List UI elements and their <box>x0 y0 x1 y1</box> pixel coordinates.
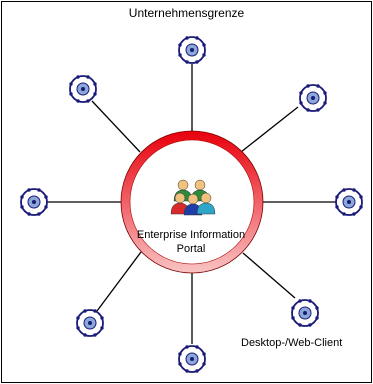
client-node-w <box>20 188 48 216</box>
connectors <box>47 64 336 344</box>
connector-sw <box>96 251 142 312</box>
client-node-nw <box>69 75 97 103</box>
client-node-e <box>335 188 363 216</box>
portal-label: Enterprise Information Portal <box>130 228 252 256</box>
connector-nw <box>91 100 141 153</box>
connector-ne <box>240 106 299 153</box>
client-node-s <box>178 345 206 373</box>
client-node-icon <box>299 84 327 112</box>
client-nodes <box>20 36 363 373</box>
client-node-icon <box>335 188 363 216</box>
users-group-icon <box>170 179 216 216</box>
client-node-icon <box>178 36 206 64</box>
client-node-n <box>178 36 206 64</box>
client-node-sw <box>76 309 104 337</box>
boundary-label: Unternehmensgrenze <box>128 6 245 20</box>
connector-se <box>242 252 296 299</box>
portal-label-line1: Enterprise Information <box>136 229 246 241</box>
client-node-se <box>291 299 319 327</box>
client-node-icon <box>20 188 48 216</box>
portal-label-line2: Portal <box>176 243 206 255</box>
client-node-icon <box>76 309 104 337</box>
client-node-icon <box>69 75 97 103</box>
client-node-ne <box>299 84 327 112</box>
client-label: Desktop-/Web-Client <box>241 337 343 349</box>
client-node-icon <box>291 299 319 327</box>
client-node-icon <box>178 345 206 373</box>
